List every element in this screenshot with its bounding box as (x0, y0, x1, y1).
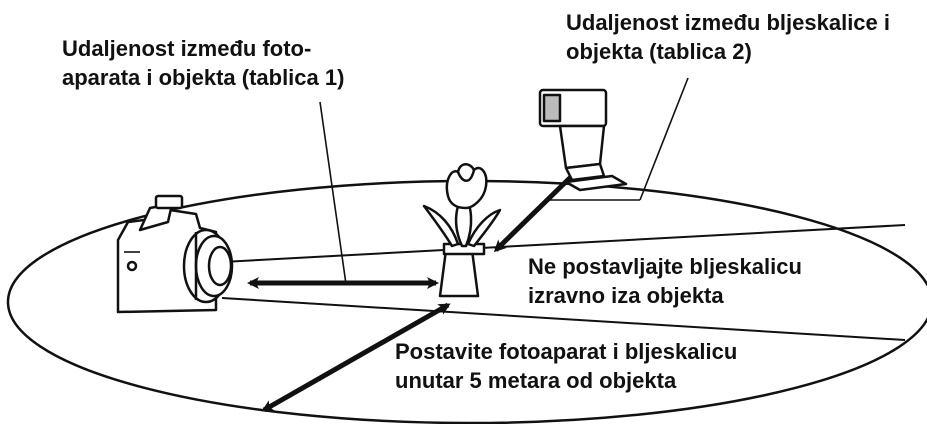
flash-unit-icon (538, 88, 628, 192)
range-label: Postavite fotoaparat i bljeskalicu unuta… (395, 339, 738, 393)
camera-distance-label: Udaljenost između foto- aparata i objekt… (62, 36, 345, 90)
flash-subject-arrow (493, 167, 581, 253)
no-flash-behind-label: Ne postavljajte bljeskalicu izravno iza … (528, 254, 802, 308)
camera-icon (116, 194, 234, 314)
flash-distance-label: Udaljenost između bljeskalice i objekta … (566, 10, 890, 64)
range-arrow (261, 302, 451, 413)
distance-arrows (247, 167, 581, 413)
flower-pot-icon (422, 163, 502, 298)
